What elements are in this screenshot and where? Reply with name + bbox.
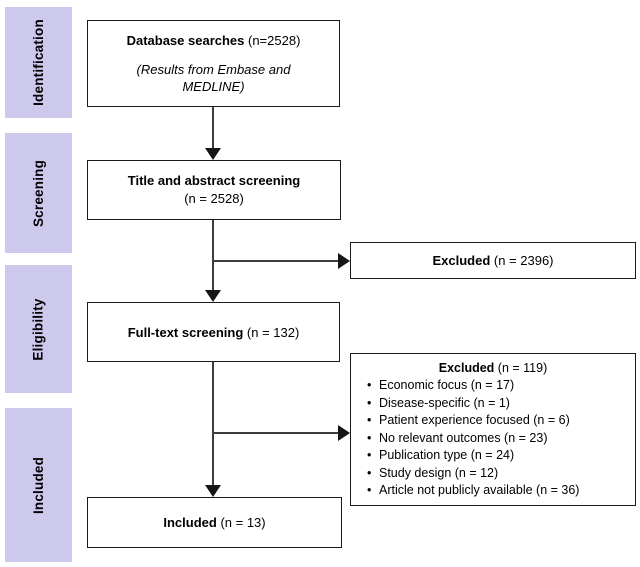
- bullet-glyph: •: [367, 378, 372, 392]
- exclusion-reason-text: Study design (n = 12): [379, 465, 499, 480]
- exclusion-reason-text: Article not publicly available (n = 36): [379, 483, 580, 497]
- arrow-fulltext-to-included-line: [212, 362, 214, 486]
- title-abstract-label-bold: Title and abstract screening: [127, 173, 301, 188]
- database-searches-title-bold: Database searches: [126, 32, 245, 48]
- exclusion-reason-item: • No relevant outcomes (n = 23): [351, 430, 635, 448]
- included-label-bold: Included: [163, 515, 217, 530]
- stage-block-screening: Screening: [5, 133, 72, 253]
- exclusion-reason-text: Economic focus (n = 17): [379, 378, 515, 392]
- title-abstract-count: (n = 2528): [184, 191, 244, 206]
- exclusion-reason-text: No relevant outcomes (n = 23): [379, 430, 548, 445]
- box-full-text-screening: Full-text screening (n = 132): [87, 302, 340, 362]
- database-searches-note: (Results from Embase and MEDLINE): [137, 61, 291, 95]
- exclusion-reason-text: Publication type (n = 24): [379, 448, 515, 462]
- branch-to-excluded-fulltext-line: [213, 432, 339, 434]
- box-title-abstract-screening: Title and abstract screening (n = 2528): [87, 160, 341, 220]
- box-database-searches: Database searches (n=2528) (Results from…: [87, 20, 340, 107]
- exclusion-reason-item: • Publication type (n = 24): [351, 447, 635, 465]
- arrow-down-icon: [205, 290, 221, 302]
- exclusion-reason-item: • Patient experience focused (n = 6): [351, 412, 635, 430]
- arrow-right-icon: [338, 425, 350, 441]
- bullet-glyph: •: [367, 395, 372, 410]
- stage-label-identification: Identification: [31, 19, 46, 106]
- stage-block-eligibility: Eligibility: [5, 265, 72, 393]
- excluded-full-text-heading-bold: Excluded: [438, 361, 495, 375]
- exclusion-reason-text: Patient experience focused (n = 6): [379, 413, 570, 427]
- excluded-screening-count: (n = 2396): [490, 253, 554, 268]
- stage-label-eligibility: Eligibility: [31, 297, 46, 361]
- branch-to-excluded-screening-line: [213, 260, 339, 262]
- stage-block-included: Included: [5, 408, 72, 562]
- bullet-glyph: •: [367, 413, 372, 427]
- included-count: (n = 13): [216, 515, 266, 530]
- box-excluded-full-text: Excluded (n = 119) • Economic focus (n = …: [350, 353, 636, 506]
- bullet-glyph: •: [367, 483, 372, 497]
- arrow-database-to-screening-line: [212, 107, 214, 149]
- full-text-count: (n = 132): [243, 324, 300, 340]
- bullet-glyph: •: [367, 465, 372, 480]
- box-included: Included (n = 13): [87, 497, 342, 548]
- excluded-full-text-heading: Excluded (n = 119): [351, 360, 635, 377]
- exclusion-reason-item: • Article not publicly available (n = 36): [351, 482, 635, 500]
- stage-label-included: Included: [30, 456, 46, 514]
- exclusion-reason-item: • Economic focus (n = 17): [351, 377, 635, 395]
- arrow-down-icon: [205, 148, 221, 160]
- exclusion-reason-list: • Economic focus (n = 17) • Disease-specif…: [351, 377, 635, 500]
- full-text-label: Full-text screening (n = 132): [128, 325, 300, 340]
- arrow-down-icon: [205, 485, 221, 497]
- arrow-screening-to-fulltext-line: [212, 220, 214, 291]
- excluded-full-text-count: (n = 119): [494, 361, 548, 375]
- database-searches-note-line2: MEDLINE): [182, 78, 245, 94]
- included-label: Included (n = 13): [163, 515, 265, 530]
- full-text-label-bold: Full-text screening: [127, 324, 244, 340]
- bullet-glyph: •: [367, 430, 372, 445]
- excluded-screening-label: Excluded (n = 2396): [432, 253, 553, 268]
- bullet-glyph: •: [367, 448, 372, 462]
- exclusion-reason-item: • Disease-specific (n = 1): [351, 395, 635, 413]
- database-searches-title: Database searches (n=2528): [127, 33, 301, 48]
- exclusion-reason-text: Disease-specific (n = 1): [379, 395, 510, 410]
- arrow-right-icon: [338, 253, 350, 269]
- title-abstract-line1: Title and abstract screening: [128, 172, 300, 190]
- exclusion-reason-item: • Study design (n = 12): [351, 465, 635, 483]
- box-excluded-screening: Excluded (n = 2396): [350, 242, 636, 279]
- stage-label-screening: Screening: [31, 159, 47, 227]
- database-searches-count: (n=2528): [244, 32, 301, 48]
- excluded-screening-label-bold: Excluded: [432, 253, 491, 268]
- stage-block-identification: Identification: [5, 7, 72, 118]
- database-searches-note-line1: (Results from Embase and: [136, 61, 291, 77]
